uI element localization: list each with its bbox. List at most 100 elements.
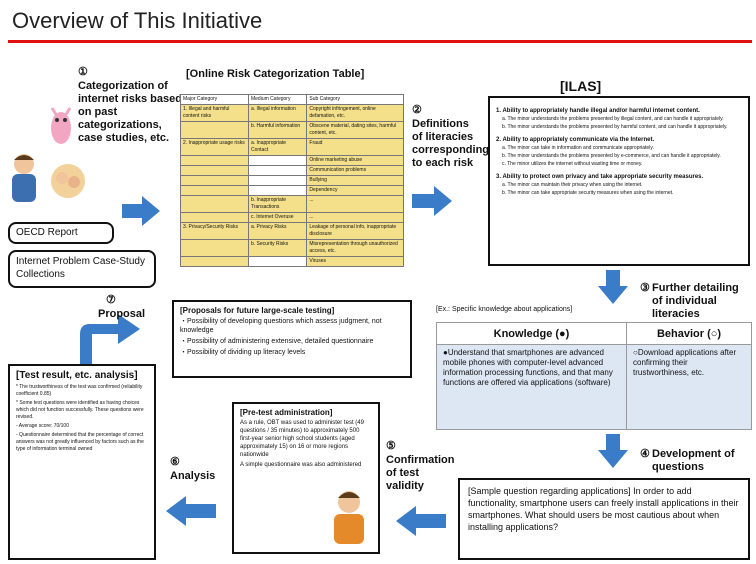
- results-box: [Test result, etc. analysis] * The trust…: [8, 364, 156, 560]
- step2-number: ②: [412, 104, 422, 116]
- table-cell: Communication problems: [306, 165, 404, 176]
- results-item: - Average score: 70/100: [16, 423, 69, 429]
- step5-label: Confirmation of test validity: [386, 454, 455, 492]
- ilas-item: b. The minor understands the problems pr…: [502, 124, 728, 130]
- knowledge-text: ●Understand that smartphones are advance…: [437, 345, 627, 429]
- table-row: b. Inappropriate Transactions...: [180, 195, 404, 213]
- arrow-left-6: [166, 496, 216, 531]
- table-cell: [180, 165, 249, 176]
- table-cell: Fraud: [306, 138, 404, 156]
- table-cell: b. Inappropriate Transactions: [247, 195, 308, 213]
- results-list: * The trustworthiness of the test was co…: [16, 384, 148, 453]
- step5-number: ⑤: [386, 440, 396, 452]
- table-cell: 2. Inappropriate usage risks: [180, 138, 249, 156]
- ilas-list: 1. Ability to appropriately handle illeg…: [496, 108, 742, 197]
- proposal-item: ・Possibility of administering extensive,…: [180, 338, 374, 345]
- oecd-report-box: OECD Report: [8, 222, 114, 244]
- table-cell: Bullying: [306, 175, 404, 186]
- ilas-item: a. The minor can maintain their privacy …: [502, 182, 643, 188]
- results-item: - Questionnaire determined that the perc…: [16, 432, 144, 452]
- table-cell: [247, 155, 308, 166]
- results-item: * The trustworthiness of the test was co…: [16, 384, 143, 397]
- knowledge-table: Knowledge (●) Behavior (○) ●Understand t…: [436, 322, 752, 430]
- arrow-right-2: [412, 186, 452, 221]
- table-cell: Misrepresentation through unauthorized a…: [306, 239, 404, 257]
- ilas-item: b. The minor can take appropriate securi…: [502, 190, 674, 196]
- table-cell: [247, 185, 308, 196]
- table-cell: b. Security Risks: [247, 239, 308, 257]
- ilas-item: 2. Ability to appropriately communicate …: [496, 137, 655, 143]
- step1-label: Categorization of internet risks based o…: [78, 80, 182, 144]
- table-cell: a. Inappropriate Contact: [247, 138, 308, 156]
- table-row: Dependency: [180, 185, 404, 196]
- table-cell: [247, 165, 308, 176]
- step4-number: ④: [640, 448, 650, 460]
- children-illustration: [50, 160, 86, 202]
- knowledge-header: Knowledge (●): [437, 323, 627, 345]
- table-cell: [247, 256, 308, 267]
- student-illustration: [326, 486, 372, 546]
- behavior-text: ○Download applications after confirming …: [627, 345, 751, 429]
- table-row: Communication problems: [180, 165, 404, 176]
- step3-number: ③: [640, 282, 650, 294]
- step2-label: Definitions of literacies corresponding …: [412, 118, 490, 169]
- table-cell: [180, 195, 249, 213]
- table-cell: Copyright infringement, online defamatio…: [306, 104, 404, 122]
- table-cell: [180, 185, 249, 196]
- table-cell: Leakage of personal info, inappropriate …: [306, 222, 404, 240]
- sample-question-box: [Sample question regarding applications]…: [458, 478, 750, 560]
- table-cell: Online marketing abuse: [306, 155, 404, 166]
- title-underline: [8, 40, 752, 43]
- ilas-item: c. The minor utilizes the internet witho…: [502, 161, 643, 167]
- table-cell: Viruses: [306, 256, 404, 267]
- ilas-title: [ILAS]: [560, 78, 602, 94]
- proposals-box: [Proposals for future large-scale testin…: [172, 300, 412, 378]
- ilas-item: 1. Ability to appropriately handle illeg…: [496, 108, 700, 114]
- ilas-box: 1. Ability to appropriately handle illeg…: [488, 96, 750, 266]
- table-cell: [180, 121, 249, 139]
- person-illustration: [6, 150, 42, 206]
- behavior-header: Behavior (○): [627, 323, 751, 345]
- results-title: [Test result, etc. analysis]: [16, 370, 138, 381]
- table-cell: c. Internet Overuse: [247, 212, 308, 223]
- ilas-item: a. The minor understands the problems pr…: [502, 116, 724, 122]
- step7-label: Proposal: [98, 308, 146, 320]
- step6-label: Analysis: [170, 470, 216, 482]
- table-cell: [180, 256, 249, 267]
- pretest-title: [Pre-test administration]: [240, 408, 333, 417]
- table-cell: a. Privacy Risks: [247, 222, 308, 240]
- table-cell: ...: [306, 195, 404, 213]
- risk-table-title: [Online Risk Categorization Table]: [186, 68, 365, 80]
- pretest-list: As a rule, OBT was used to administer te…: [240, 419, 372, 469]
- table-header-cell: Sub Category: [306, 94, 404, 105]
- mascot-illustration: [48, 100, 74, 148]
- table-row: c. Internet Overuse...: [180, 212, 404, 223]
- step7-number: ⑦: [106, 294, 116, 306]
- page-title: Overview of This Initiative: [12, 8, 263, 33]
- arrow-down-3: [598, 270, 628, 309]
- table-header-cell: Medium Category: [247, 94, 308, 105]
- proposal-item: ・Possibility of dividing up literacy lev…: [180, 349, 306, 356]
- sample-question-text: [Sample question regarding applications]…: [468, 486, 739, 532]
- arrow-left-5: [396, 506, 446, 541]
- pretest-item: A simple questionnaire was also administ…: [240, 462, 362, 468]
- pretest-item: As a rule, OBT was used to administer te…: [240, 420, 364, 458]
- arrow-up-right-7: [70, 314, 140, 369]
- table-cell: [247, 175, 308, 186]
- table-cell: [180, 155, 249, 166]
- results-item: * Some test questions were identified as…: [16, 400, 144, 420]
- proposal-item: ・Possibility of developing questions whi…: [180, 318, 382, 334]
- ilas-item: 3. Ability to protect own privacy and ta…: [496, 174, 704, 180]
- step4-label: Development of questions: [652, 448, 735, 473]
- table-row: Bullying: [180, 175, 404, 186]
- table-cell: b. Harmful information: [247, 121, 308, 139]
- table-row: Viruses: [180, 256, 404, 267]
- proposals-list: ・Possibility of developing questions whi…: [180, 317, 404, 357]
- table-cell: 3. Privacy/Security Risks: [180, 222, 249, 240]
- ilas-item: a. The minor can take in information and…: [502, 145, 654, 151]
